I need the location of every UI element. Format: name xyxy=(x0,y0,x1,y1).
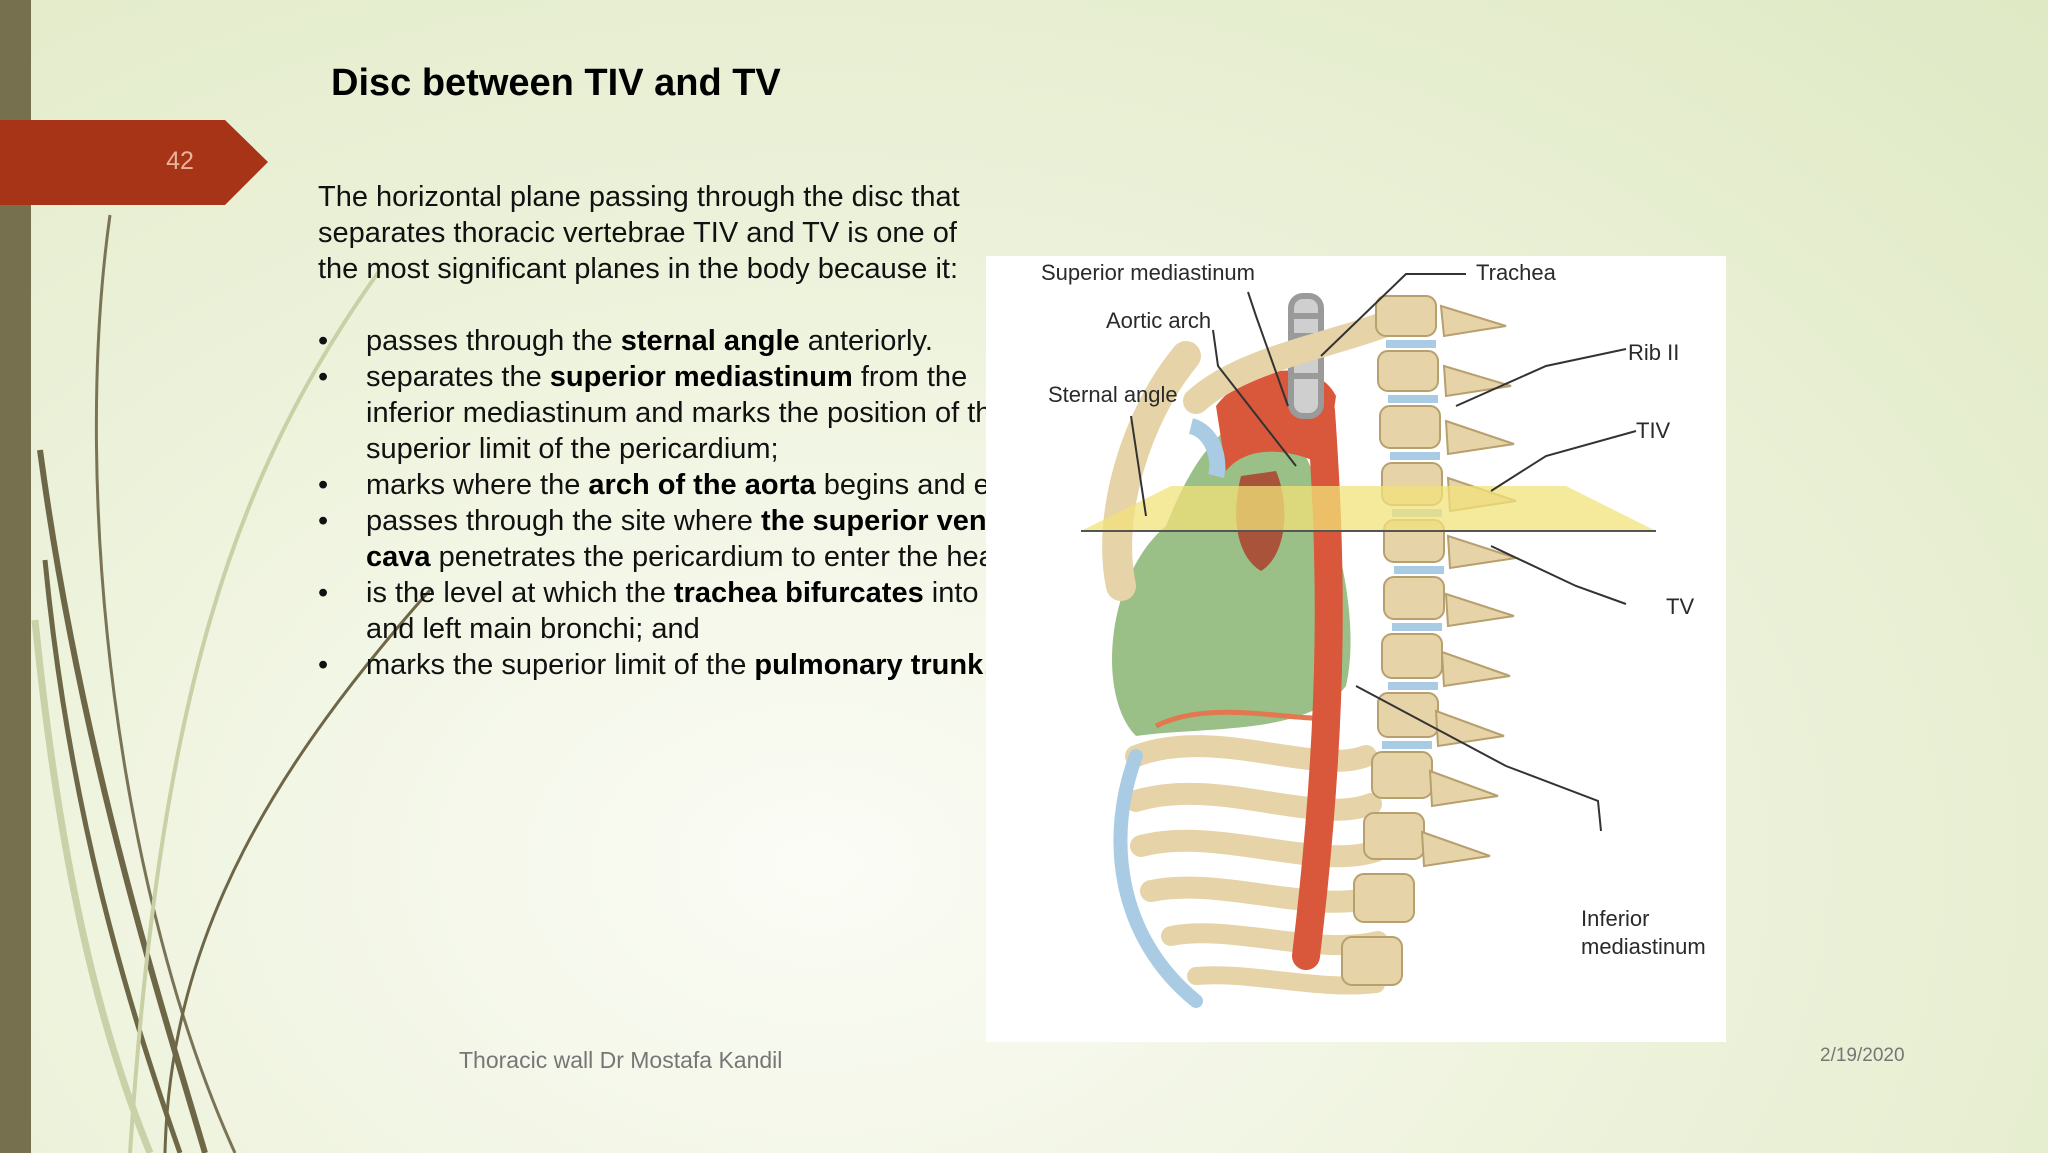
bullet-item: • marks where the arch of the aorta begin… xyxy=(318,467,1045,503)
label-rib-ii: Rib II xyxy=(1628,340,1679,365)
label-inferior-mediastinum-1: Inferior xyxy=(1581,906,1649,931)
bullet-line: inferior mediastinum and marks the posit… xyxy=(366,395,1045,431)
bullet-line: marks the superior limit of the pulmonar… xyxy=(366,647,1045,683)
bullet-emphasis: trachea bifurcates xyxy=(673,577,924,609)
label-sternal-angle: Sternal angle xyxy=(1048,382,1178,407)
bullet-line: passes through the site where the superi… xyxy=(366,503,1045,539)
bullet-line: is the level at which the trachea bifurc… xyxy=(366,575,1045,611)
bullet-line: passes through the sternal angle anterio… xyxy=(366,323,1045,359)
bullet-emphasis: pulmonary trunk xyxy=(754,649,984,681)
bullet-item: • passes through the site where the super… xyxy=(318,503,1045,575)
label-tv: TV xyxy=(1666,594,1694,619)
bullet-item: • separates the superior mediastinum from… xyxy=(318,359,1045,467)
bullet-line: marks where the arch of the aorta begins… xyxy=(366,467,1045,503)
bullet-item: • marks the superior limit of the pulmona… xyxy=(318,647,1045,683)
intro-line: separates thoracic vertebrae TIV and TV … xyxy=(318,217,957,249)
bullet-line: separates the superior mediastinum from … xyxy=(366,359,1045,395)
footer-date: 2/19/2020 xyxy=(1820,1045,1905,1066)
bullet-text: inferior mediastinum and marks the posit… xyxy=(366,397,1008,429)
bullet-line: superior limit of the pericardium; xyxy=(366,431,1045,467)
descending-aorta xyxy=(1292,397,1343,970)
bullet-marker: • xyxy=(318,649,329,681)
thorax-illustration: Superior mediastinum Trachea Aortic arch… xyxy=(1041,260,1706,1008)
label-trachea: Trachea xyxy=(1476,260,1557,285)
bullet-marker: • xyxy=(318,505,329,537)
label-inferior-mediastinum-2: mediastinum xyxy=(1581,934,1706,959)
bullet-emphasis: sternal angle xyxy=(620,325,800,357)
lower-ribs xyxy=(1113,735,1389,1008)
sternum xyxy=(1102,341,1201,601)
bullet-text: from the xyxy=(852,361,968,393)
label-aortic-arch: Aortic arch xyxy=(1106,308,1211,333)
bullet-marker: • xyxy=(318,577,329,609)
bullet-emphasis: cava xyxy=(366,541,431,573)
anatomy-figure: Superior mediastinum Trachea Aortic arch… xyxy=(986,256,1726,1042)
bullet-text: anteriorly. xyxy=(799,325,933,357)
label-tiv: TIV xyxy=(1636,418,1671,443)
bullet-text: separates the xyxy=(366,361,550,393)
tiv-tv-plane xyxy=(1081,486,1656,531)
bullet-marker: • xyxy=(318,469,329,501)
slide-number: 42 xyxy=(166,147,194,175)
label-superior-mediastinum: Superior mediastinum xyxy=(1041,260,1255,285)
bullet-text: and left main bronchi; and xyxy=(366,613,700,645)
bullet-emphasis: superior mediastinum xyxy=(549,361,853,393)
slide-number-tab xyxy=(0,120,268,205)
bullet-text: is the level at which the xyxy=(366,577,674,609)
bullet-emphasis: arch of the aorta xyxy=(588,469,816,501)
bullet-text: marks the superior limit of the xyxy=(366,649,755,681)
footer-text: Thoracic wall Dr Mostafa Kandil xyxy=(459,1047,783,1073)
bullet-line: and left main bronchi; and xyxy=(366,611,1045,647)
bullet-line: cava penetrates the pericardium to enter… xyxy=(366,539,1045,575)
intro-paragraph: The horizontal plane passing through the… xyxy=(318,179,1018,287)
bullet-list: • passes through the sternal angle anteri… xyxy=(318,323,1045,683)
intro-line: the most significant planes in the body … xyxy=(318,253,958,285)
bullet-text: passes through the site where xyxy=(366,505,761,537)
bullet-text: penetrates the pericardium to enter the … xyxy=(430,541,1021,573)
decorative-curves xyxy=(31,214,432,1153)
bullet-marker: • xyxy=(318,361,329,393)
bullet-marker: • xyxy=(318,325,329,357)
bullet-item: • is the level at which the trachea bifur… xyxy=(318,575,1045,647)
slide-title: Disc between TIV and TV xyxy=(331,62,781,104)
intro-line: The horizontal plane passing through the… xyxy=(318,181,960,213)
bullet-item: • passes through the sternal angle anteri… xyxy=(318,323,1045,359)
bullet-emphasis: the superior vena xyxy=(760,505,1003,537)
bullet-text: passes through the xyxy=(366,325,621,357)
bullet-text: superior limit of the pericardium; xyxy=(366,433,779,465)
bullet-text: marks where the xyxy=(366,469,589,501)
